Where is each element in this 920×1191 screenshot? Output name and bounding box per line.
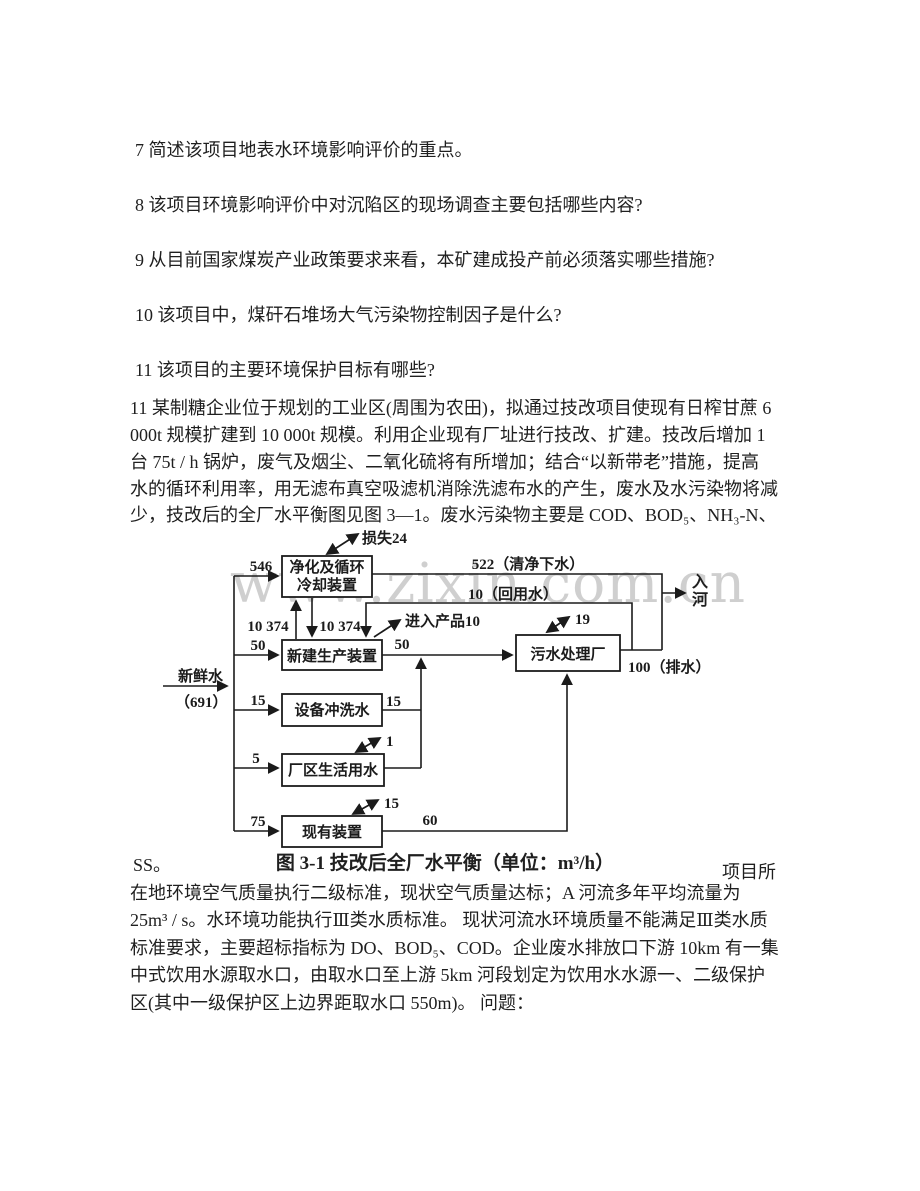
bottom-paragraph-line-3: 标准要求，主要超标指标为 DO、BOD₅、COD。企业废水排放口下游 10km … <box>130 938 779 958</box>
bottom-paragraph-line-1: 在地环境空气质量执行二级标准，现状空气质量达标；A 河流多年平均流量为 <box>130 883 741 903</box>
question-7: 7 简述该项目地表水环境影响评价的重点。 <box>135 140 473 160</box>
flow-10374-right: 10 374 <box>319 619 361 635</box>
flow-546: 546 <box>250 559 273 575</box>
existing-loss-arrow <box>351 799 380 815</box>
box-purify-cooling-label-2: 冷却装置 <box>297 576 357 594</box>
intro-paragraph-line-3: 台 75t / h 锅炉，废气及烟尘、二氧化硫将有所增加；结合“以新带老”措施，… <box>130 452 759 472</box>
water-balance-diagram: 新鲜水 （691） 546 50 15 5 75 净化及循环 冷却装置 新建生产… <box>163 529 711 848</box>
box-sewage-plant-label: 污水处理厂 <box>530 645 605 663</box>
flow-15-out: 15 <box>386 694 401 710</box>
loss-arrow <box>325 532 360 556</box>
box-existing-unit-label: 现有装置 <box>302 823 362 841</box>
flow-loss-24: 损失24 <box>362 529 408 547</box>
question-11: 11 该项目的主要环境保护目标有哪些? <box>135 360 435 380</box>
box-new-production-label: 新建生产装置 <box>287 647 377 665</box>
flow-75-in: 75 <box>251 814 266 830</box>
box-purify-cooling-rect <box>281 555 373 598</box>
fresh-water-value: （691） <box>175 693 228 711</box>
to-product-arrow <box>373 618 402 638</box>
ss-text: SS。 <box>133 855 172 875</box>
bottom-paragraph-line-5: 区(其中一级保护区上边界距取水口 550m)。 问题： <box>130 993 534 1013</box>
flow-19-loss: 19 <box>575 612 590 628</box>
river-label: 入河 <box>692 574 709 609</box>
box-new-production-rect <box>281 639 383 671</box>
clean-effluent-line <box>372 573 663 650</box>
flow-1-loss: 1 <box>386 734 394 750</box>
figure-caption: 图 3-1 技改后全厂水平衡（单位：m³/h） <box>275 853 615 874</box>
paragraph-overflow-text: 项目所 <box>722 862 776 882</box>
reuse-water-line <box>360 602 633 650</box>
flow-15-loss: 15 <box>384 796 399 812</box>
box-purify-cooling-label-1: 净化及循环 <box>289 558 364 576</box>
flow-50-in: 50 <box>251 638 266 654</box>
sewage-loss-arrow <box>545 615 571 634</box>
flow-10374-left: 10 374 <box>247 619 289 635</box>
bottom-paragraph-line-4: 中式饮用水源取水口，由取水口至上游 5km 河段划定为饮用水水源一、二级保护 <box>130 965 765 985</box>
question-10: 10 该项目中，煤矸石堆场大气污染物控制因子是什么? <box>135 305 562 325</box>
flow-100-discharge: 100（排水） <box>628 658 711 676</box>
box-domestic-water-label: 厂区生活用水 <box>288 761 379 779</box>
intro-paragraph-line-4: 水的循环利用率，用无滤布真空吸滤机消除洗滤布水的产生，废水及水污染物将减 <box>130 479 778 499</box>
flow-50-out: 50 <box>395 637 410 653</box>
existing-to-sewage-line <box>382 673 573 832</box>
question-9: 9 从目前国家煤炭产业政策要求来看，本矿建成投产前必须落实哪些措施? <box>135 250 715 270</box>
fresh-water-label: 新鲜水 <box>178 667 224 685</box>
flow-522-clean: 522（清净下水） <box>472 555 585 573</box>
question-8: 8 该项目环境影响评价中对沉陷区的现场调查主要包括哪些内容? <box>135 195 643 215</box>
intro-paragraph-line-1: 11 某制糖企业位于规划的工业区(周围为农田)，拟通过技改项目使现有日榨甘蔗 6 <box>130 398 772 418</box>
box-sewage-plant-rect <box>515 634 621 672</box>
box-domestic-water-rect <box>281 753 385 787</box>
domestic-loss-arrow <box>354 737 382 753</box>
intro-paragraph-line-5: 少，技改后的全厂水平衡图见图 3—1。废水污染物主要是 COD、BOD₅、NH₃… <box>130 505 777 525</box>
intro-paragraph-line-2: 000t 规模扩建到 10 000t 规模。利用企业现有厂址进行技改、扩建。技改… <box>130 425 766 445</box>
box-equipment-rinse-label: 设备冲洗水 <box>294 701 370 719</box>
flow-60: 60 <box>423 813 438 829</box>
flow-10-reuse: 10（回用水） <box>468 585 558 603</box>
flow-15-in: 15 <box>251 693 266 709</box>
flow-5-in: 5 <box>252 751 260 767</box>
bottom-paragraph-line-2: 25m³ / s。水环境功能执行Ⅲ类水质标准。 现状河流水环境质量不能满足Ⅲ类水… <box>130 910 768 930</box>
flow-to-product: 进入产品10 <box>405 612 480 630</box>
